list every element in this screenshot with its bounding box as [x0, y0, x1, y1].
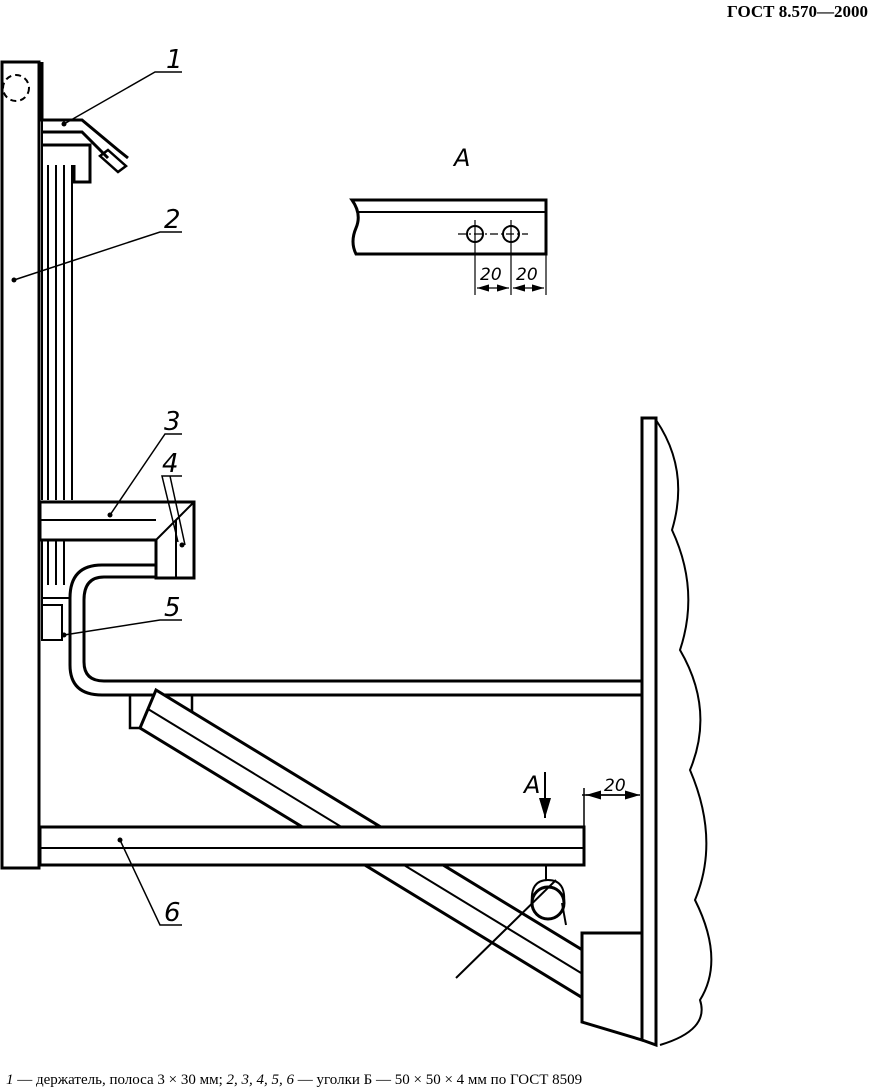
caption-text-holder: — держатель, полоса 3 × 30 мм; [13, 1072, 227, 1088]
label-view-a: A [452, 144, 470, 172]
dimension-label-2: 20 [516, 265, 538, 285]
label-part-3: 3 [164, 407, 181, 437]
leader-dots [11, 121, 185, 843]
angle-bracket-5 [41, 563, 642, 697]
label-part-1: 1 [166, 45, 183, 75]
caption-text-angles: — уголки Б — 50 × 50 × 4 мм по ГОСТ 8509 [294, 1072, 583, 1088]
figure-caption: 1 — держатель, полоса 3 × 30 мм; 2, 3, 4… [6, 1072, 872, 1089]
dimension-label-3: 20 [604, 776, 626, 796]
document-header: ГОСТ 8.570—2000 [727, 2, 868, 21]
view-a-detail [349, 198, 548, 295]
label-part-5: 5 [164, 593, 181, 623]
dimension-label-1: 20 [480, 265, 502, 285]
label-part-6: 6 [164, 898, 181, 928]
caption-part-number: 1 [6, 1072, 14, 1088]
vertical-post [0, 60, 73, 870]
leader-lines [13, 71, 632, 926]
label-part-2: 2 [164, 205, 181, 235]
caption-part-numbers: 2, 3, 4, 5, 6 [226, 1072, 295, 1088]
label-arrow-a: A [522, 771, 540, 799]
wall-panel [580, 416, 713, 1048]
label-part-4: 4 [162, 449, 179, 479]
pivot-roller [455, 865, 567, 979]
holder-bracket [40, 62, 129, 184]
angle-bracket-6 [38, 825, 586, 867]
